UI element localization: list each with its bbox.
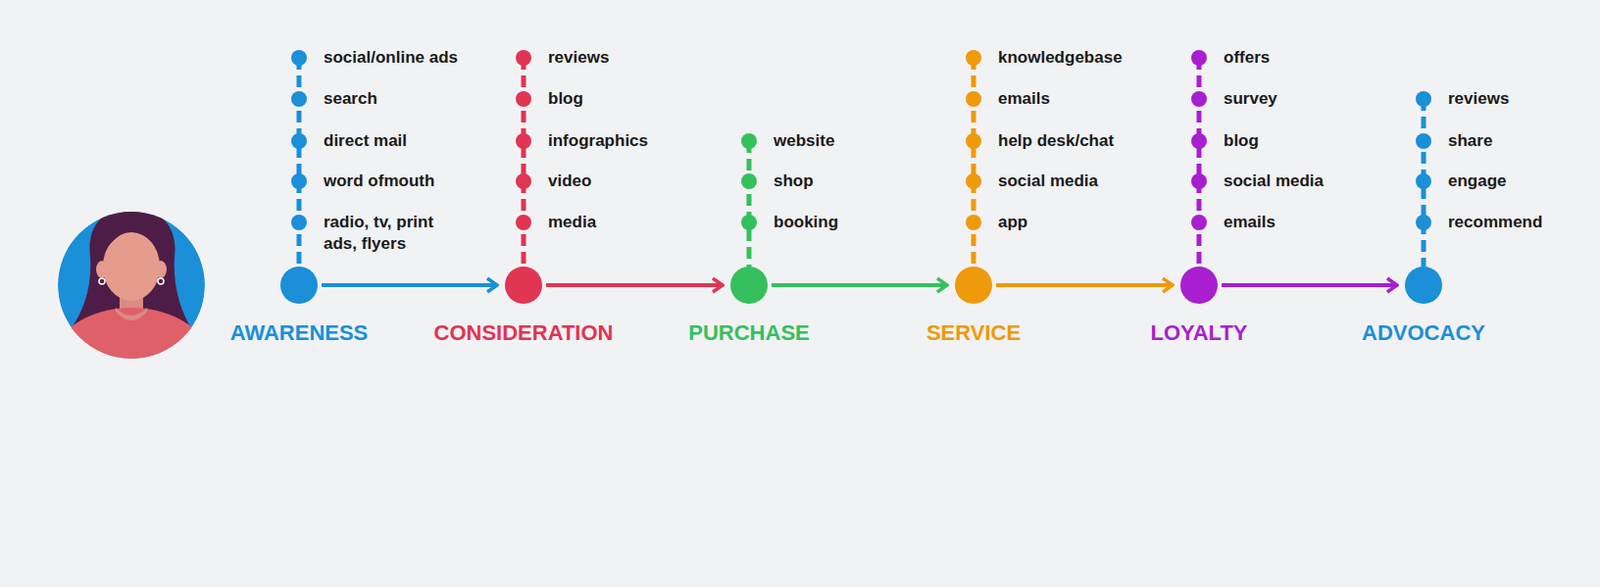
- stage-circle-shape: [730, 266, 768, 304]
- stem-line: [1197, 57, 1202, 267]
- customer-avatar: [50, 207, 212, 422]
- item-dot: [291, 91, 307, 107]
- stage-label: AWARENESS: [230, 320, 369, 347]
- stage-circle: [954, 266, 993, 304]
- stage-circle: [280, 266, 318, 304]
- stage-label: SERVICE: [926, 320, 1021, 347]
- item-dot: [515, 214, 532, 231]
- touchpoint-label: offers: [1223, 47, 1270, 69]
- item-dot: [1191, 173, 1207, 190]
- touchpoint-label: survey: [1223, 88, 1278, 110]
- touchpoint-label: social/online ads: [323, 47, 458, 69]
- touchpoint-label: booking: [773, 211, 839, 234]
- item-dot: [1415, 133, 1432, 150]
- touchpoint-label: recommend: [1448, 211, 1543, 234]
- touchpoint-label: word ofmouth: [323, 170, 435, 193]
- touchpoint-label: knowledgebase: [998, 47, 1123, 69]
- item-dot: [515, 133, 532, 150]
- touchpoint-label: media: [548, 211, 597, 234]
- touchpoint-label: video: [548, 170, 592, 193]
- stage-circle-shape: [504, 266, 543, 304]
- item-dot: [291, 50, 307, 66]
- item-dot: [741, 133, 757, 150]
- stage-circle-shape: [1180, 266, 1218, 304]
- item-dot: [291, 173, 307, 190]
- item-dot: [291, 214, 307, 231]
- touchpoint-label: shop: [773, 170, 814, 193]
- item-dot: [965, 91, 982, 107]
- item-dot: [965, 50, 982, 66]
- touchpoint-label: reviews: [548, 47, 609, 69]
- stage-label: PURCHASE: [688, 320, 809, 347]
- item-dot: [1191, 91, 1207, 107]
- item-dot: [1191, 50, 1207, 66]
- journey-arrow: [1221, 283, 1398, 288]
- stem-line: [297, 57, 302, 267]
- avatar-earring: [99, 278, 105, 285]
- touchpoint-label: app: [998, 211, 1028, 234]
- stage-node: LOYALTY: [1180, 266, 1218, 304]
- stage-label: CONSIDERATION: [434, 320, 614, 347]
- stage-circle: [504, 266, 543, 304]
- stage-circle: [730, 266, 768, 304]
- touchpoint-label: search: [323, 88, 378, 110]
- item-dot: [1415, 173, 1432, 190]
- item-dot: [965, 214, 982, 231]
- avatar-collar: [115, 307, 148, 321]
- avatar-earring: [157, 278, 164, 285]
- stem-line: [747, 141, 752, 267]
- touchpoint-label: emails: [1223, 211, 1276, 234]
- item-dot: [1415, 91, 1432, 107]
- touchpoint-label: radio, tv, print ads, flyers: [323, 211, 461, 255]
- avatar-fringe: [100, 215, 164, 257]
- journey-arrow: [321, 283, 498, 288]
- touchpoint-label: blog: [548, 88, 584, 110]
- stage-label: LOYALTY: [1150, 320, 1248, 347]
- stem-line: [521, 57, 527, 267]
- touchpoint-label: social media: [998, 170, 1099, 193]
- journey-arrow: [771, 283, 948, 288]
- item-dot: [965, 173, 982, 190]
- touchpoint-label: engage: [1448, 170, 1507, 193]
- stage-circle-shape: [954, 266, 993, 304]
- touchpoint-label: social media: [1223, 170, 1324, 193]
- touchpoint-label: infographics: [548, 130, 649, 152]
- stage-node: PURCHASE: [730, 266, 768, 304]
- stem-line: [971, 57, 977, 267]
- item-dot: [515, 50, 532, 66]
- touchpoint-label: share: [1448, 130, 1493, 152]
- item-dot: [515, 91, 532, 107]
- item-dot: [1191, 214, 1207, 231]
- touchpoint-label: website: [773, 130, 835, 152]
- stage-circle-shape: [280, 266, 318, 304]
- stage-circle: [1180, 266, 1218, 304]
- item-dot: [1191, 133, 1207, 150]
- item-dot: [965, 133, 982, 150]
- journey-arrow: [996, 283, 1173, 288]
- stage-node: SERVICE: [954, 266, 993, 304]
- item-dot: [1415, 214, 1432, 231]
- item-dot: [291, 133, 307, 150]
- touchpoint-label: direct mail: [323, 130, 407, 152]
- avatar-shirt: [50, 307, 212, 422]
- journey-arrow: [546, 283, 723, 288]
- touchpoint-label: emails: [998, 88, 1050, 110]
- item-dot: [741, 214, 757, 231]
- stage-node: ADVOCACY: [1404, 266, 1443, 304]
- item-dot: [741, 173, 757, 190]
- touchpoint-label: reviews: [1448, 88, 1509, 110]
- touchpoint-label: blog: [1223, 130, 1259, 152]
- item-dot: [515, 173, 532, 190]
- stage-node: CONSIDERATION: [504, 266, 543, 304]
- touchpoint-label: help desk/chat: [998, 130, 1114, 152]
- stage-circle-shape: [1404, 266, 1443, 304]
- stage-label: ADVOCACY: [1361, 320, 1486, 347]
- stage-node: AWARENESS: [280, 266, 318, 304]
- stage-circle: [1404, 266, 1443, 304]
